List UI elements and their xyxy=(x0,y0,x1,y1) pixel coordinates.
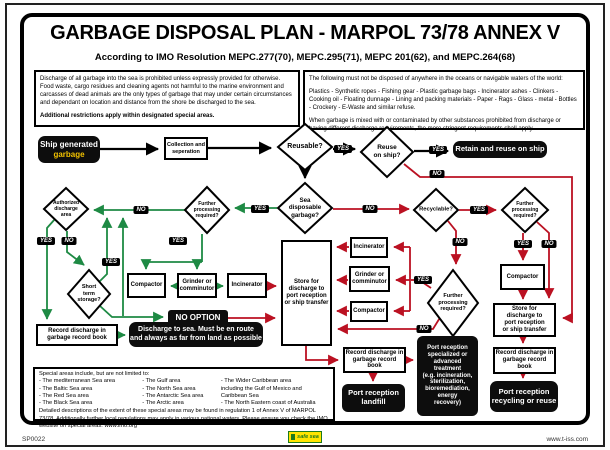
node-port-reception-recycling: Port reception recycling or reuse xyxy=(490,381,558,412)
node-compactor-mid: Compactor xyxy=(350,301,388,322)
logo-mark-icon xyxy=(291,434,296,440)
decision-authorized-area: Authorized discharge area xyxy=(52,200,80,218)
label-yes-further-mid: YES xyxy=(413,276,433,284)
label-yes-short-term: YES xyxy=(101,258,121,266)
info-left-note: Additional restrictions apply within des… xyxy=(40,113,215,120)
ship-generated-line2: garbage xyxy=(53,149,85,159)
node-record-book-left: Record discharge in garbage record book xyxy=(36,324,118,346)
node-grinder-right: Grinder or comminutor xyxy=(349,266,390,292)
label-yes-further-left: YES xyxy=(168,237,188,245)
decision-recyclable: Recyclable? xyxy=(419,206,453,213)
publisher-website: www.t-iss.com xyxy=(546,436,588,443)
node-incinerator-left: Incinerator xyxy=(227,273,267,298)
node-grinder-left: Grinder or comminutor xyxy=(177,273,217,298)
page-title: GARBAGE DISPOSAL PLAN - MARPOL 73/78 ANN… xyxy=(50,22,560,44)
info-right-items: Plastics - Synthetic ropes - Fishing gea… xyxy=(309,89,577,112)
info-box-discharge-rules: Discharge of all garbage into the sea is… xyxy=(34,70,300,127)
poster-code: SP0022 xyxy=(22,436,46,443)
label-no-recyclable: NO xyxy=(452,238,468,246)
node-store-mid: Store for discharge to port reception or… xyxy=(281,240,332,346)
special-areas-col1: - The mediterranean Sea area - The Balti… xyxy=(39,378,116,407)
label-no-further-mid: NO xyxy=(416,325,432,333)
node-record-book-mid: Record discharge in garbage record book xyxy=(343,347,406,373)
info-right-intro: The following must not be disposed of an… xyxy=(309,76,563,82)
page-subtitle: According to IMO Resolution MEPC.277(70)… xyxy=(94,52,516,63)
label-no-further-right: NO xyxy=(541,240,557,248)
node-retain-reuse: Retain and reuse on ship xyxy=(453,141,547,158)
ship-generated-line1: Ship generated xyxy=(40,140,98,150)
special-areas-col2: - The Gulf area - The North Sea area - T… xyxy=(142,378,204,407)
poster-frame xyxy=(20,13,590,425)
label-no-further-left: NO xyxy=(133,206,149,214)
info-right-note: When garbage is mixed with or contaminat… xyxy=(309,118,561,133)
node-discharge-to-sea: Discharge to sea. Must be en route and a… xyxy=(129,322,263,347)
decision-further-processing-right: Further processing required? xyxy=(511,201,539,219)
decision-sea-disposable: Sea disposable garbage? xyxy=(288,196,322,219)
decision-short-term-storage: Short term storage? xyxy=(77,284,101,304)
node-port-reception-landfill: Port reception landfill xyxy=(342,384,405,412)
label-no-reuse: NO xyxy=(429,170,445,178)
decision-further-processing-mid: Further processing required? xyxy=(438,293,468,313)
poster-outer-border xyxy=(5,3,605,447)
info-box-prohibited-items: The following must not be disposed of an… xyxy=(303,70,585,133)
special-areas-col3: - The Wider Caribbean area including the… xyxy=(220,378,316,407)
decision-reuse-on-ship: Reuse on ship? xyxy=(373,144,401,159)
node-port-reception-special-treatment: Port reception specialized or advanced t… xyxy=(417,336,478,416)
node-compactor-right: Compactor xyxy=(500,264,545,290)
node-incinerator-right: Incinerator xyxy=(350,237,388,258)
logo-text: safe sea xyxy=(297,434,319,440)
decision-further-processing-left: Further processing required? xyxy=(193,201,221,219)
node-collection-separation: Collection and seperation xyxy=(164,137,208,160)
label-no-sea-disposable: NO xyxy=(362,205,378,213)
label-yes-reusable: YES xyxy=(333,145,353,153)
node-record-book-right: Record discharge in garbage record book xyxy=(493,347,556,374)
label-yes-sea-disposable: YES xyxy=(250,205,270,213)
special-areas-note: Detailed descriptions of the extent of t… xyxy=(39,408,328,430)
label-no-authorized: NO xyxy=(61,237,77,245)
safe-sea-logo: safe sea xyxy=(288,431,322,443)
label-yes-reuse: YES xyxy=(428,146,448,154)
node-store-right: Store for discharge to port reception or… xyxy=(493,303,556,337)
label-yes-recyclable: YES xyxy=(469,206,489,214)
info-left-body: Discharge of all garbage into the sea is… xyxy=(40,76,292,107)
label-yes-further-right: YES xyxy=(513,240,533,248)
label-yes-authorized: YES xyxy=(36,237,56,245)
special-areas-heading: Special areas include, but are not limit… xyxy=(39,371,150,377)
decision-reusable: Reusable? xyxy=(287,142,323,150)
node-compactor-left: Compactor xyxy=(127,273,166,298)
special-areas-box: Special areas include, but are not limit… xyxy=(33,367,335,429)
node-ship-generated-garbage: Ship generated garbage xyxy=(38,136,100,163)
